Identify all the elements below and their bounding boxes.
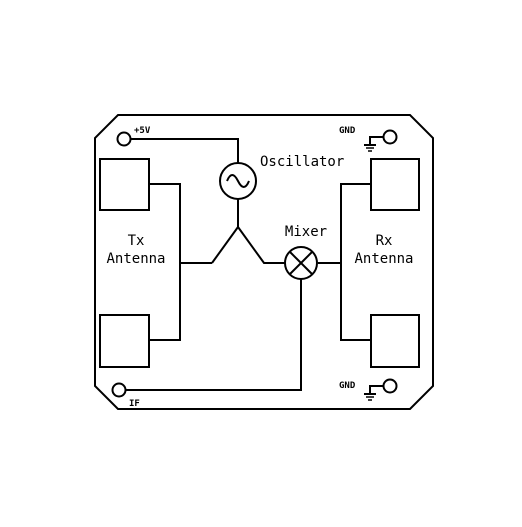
mixer-cross-icon-2 [289, 251, 313, 275]
gnd-top-terminal [382, 129, 398, 145]
if-line [125, 279, 302, 391]
sine-wave-icon [226, 174, 250, 188]
tx-antenna-patch-bottom [99, 314, 150, 368]
tx-antenna-patch-top [99, 158, 150, 211]
gnd-bottom-wire [369, 385, 383, 394]
oscillator-label: Oscillator [260, 154, 344, 170]
splitter-coupler [211, 225, 286, 264]
rx-antenna-label-line1: Rx [376, 233, 393, 249]
mixer-label: Mixer [285, 224, 327, 240]
vcc-terminal [116, 131, 132, 147]
tx-antenna-label-line2: Antenna [106, 251, 165, 267]
rx-antenna-patch-bottom [370, 314, 420, 368]
gnd-bottom-terminal [382, 378, 398, 394]
rx-antenna-patch-top [370, 158, 420, 211]
gnd-top-wire [369, 136, 383, 145]
ground-icon-bottom [364, 393, 376, 401]
rx-antenna-label-line2: Antenna [354, 251, 413, 267]
ground-icon-top [364, 144, 376, 152]
vcc-line [131, 138, 239, 163]
if-label: IF [129, 399, 140, 409]
gnd-top-label: GND [339, 126, 356, 136]
vcc-label: +5V [134, 126, 151, 136]
gnd-bottom-label: GND [339, 381, 356, 391]
board-outline [94, 114, 434, 410]
tx-antenna-label-line1: Tx [128, 233, 145, 249]
if-terminal [111, 382, 127, 398]
